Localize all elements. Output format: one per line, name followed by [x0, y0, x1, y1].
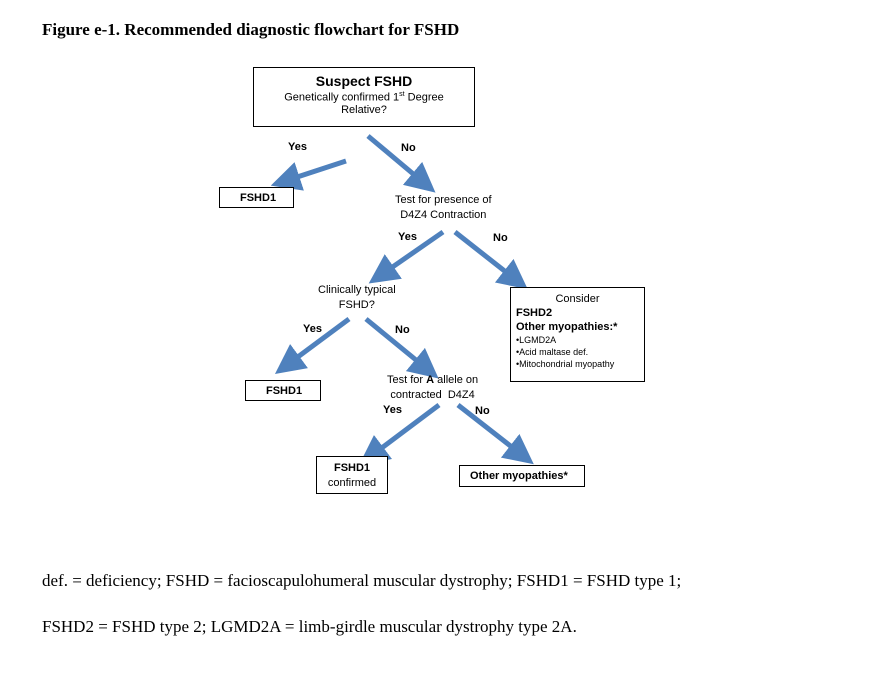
- fshd1-confirmed-line1: FSHD1: [333, 462, 371, 474]
- edge-label-yes-1: Yes: [288, 141, 307, 153]
- caption-line-2: FSHD2 = FSHD type 2; LGMD2A = limb-girdl…: [42, 617, 577, 636]
- fshd1-confirmed-line2: confirmed: [327, 477, 377, 489]
- clinically-line2: FSHD?: [338, 299, 375, 311]
- edge-label-yes-4: Yes: [383, 404, 402, 416]
- consider-node: Consider FSHD2 Other myopathies:* •LGMD2…: [510, 287, 645, 382]
- edge-label-no-3: No: [395, 324, 410, 336]
- consider-item-acid-maltase: •Acid maltase def.: [516, 347, 589, 357]
- consider-item-mitochondrial: •Mitochondrial myopathy: [516, 359, 615, 369]
- test-a-allele-line2: contracted D4Z4: [390, 389, 475, 401]
- arrow-no-1: [366, 134, 436, 193]
- consider-item-lgmd2a: •LGMD2A: [516, 335, 557, 345]
- edge-label-yes-2: Yes: [398, 231, 417, 243]
- consider-heading: Consider: [555, 293, 600, 305]
- fshd1-top-node: FSHD1: [219, 187, 294, 208]
- caption-line-1: def. = deficiency; FSHD = facioscapulohu…: [42, 571, 682, 590]
- clinically-line1: Clinically typical: [318, 284, 396, 296]
- test-d4z4-line1: Test for presence of: [395, 194, 492, 206]
- consider-other-myopathies: Other myopathies:*: [516, 321, 618, 333]
- arrow-yes-1: [270, 158, 347, 191]
- figure-title: Figure e-1. Recommended diagnostic flowc…: [42, 20, 460, 39]
- test-a-allele-line1: Test for A allele on: [387, 374, 479, 386]
- suspect-question-line2: Relative?: [341, 103, 387, 116]
- arrow-yes-2: [368, 229, 445, 284]
- suspect-title: Suspect FSHD: [315, 73, 413, 89]
- test-a-allele-node: Test for A allele on contracted D4Z4: [387, 373, 478, 403]
- edge-label-no-4: No: [475, 405, 490, 417]
- arrow-no-2: [453, 230, 528, 290]
- arrow-no-4: [456, 403, 534, 465]
- fshd1-mid-node: FSHD1: [245, 380, 321, 401]
- arrow-yes-4: [359, 403, 441, 465]
- fshd1-confirmed-node: FSHD1 confirmed: [316, 456, 388, 494]
- edge-label-yes-3: Yes: [303, 323, 322, 335]
- arrow-no-3: [364, 317, 439, 379]
- other-myopathies-node: Other myopathies*: [459, 465, 585, 487]
- test-d4z4-node: Test for presence of D4Z4 Contraction: [395, 193, 492, 223]
- arrow-yes-3: [274, 316, 351, 374]
- suspect-fshd-node: Suspect FSHD Genetically confirmed 1st D…: [253, 67, 475, 127]
- suspect-question-line1: Genetically confirmed 1st Degree: [284, 91, 444, 104]
- edge-label-no-1: No: [401, 142, 416, 154]
- edge-label-no-2: No: [493, 232, 508, 244]
- test-d4z4-line2: D4Z4 Contraction: [400, 209, 487, 221]
- clinically-typical-node: Clinically typical FSHD?: [318, 283, 396, 313]
- consider-fshd2: FSHD2: [516, 307, 553, 319]
